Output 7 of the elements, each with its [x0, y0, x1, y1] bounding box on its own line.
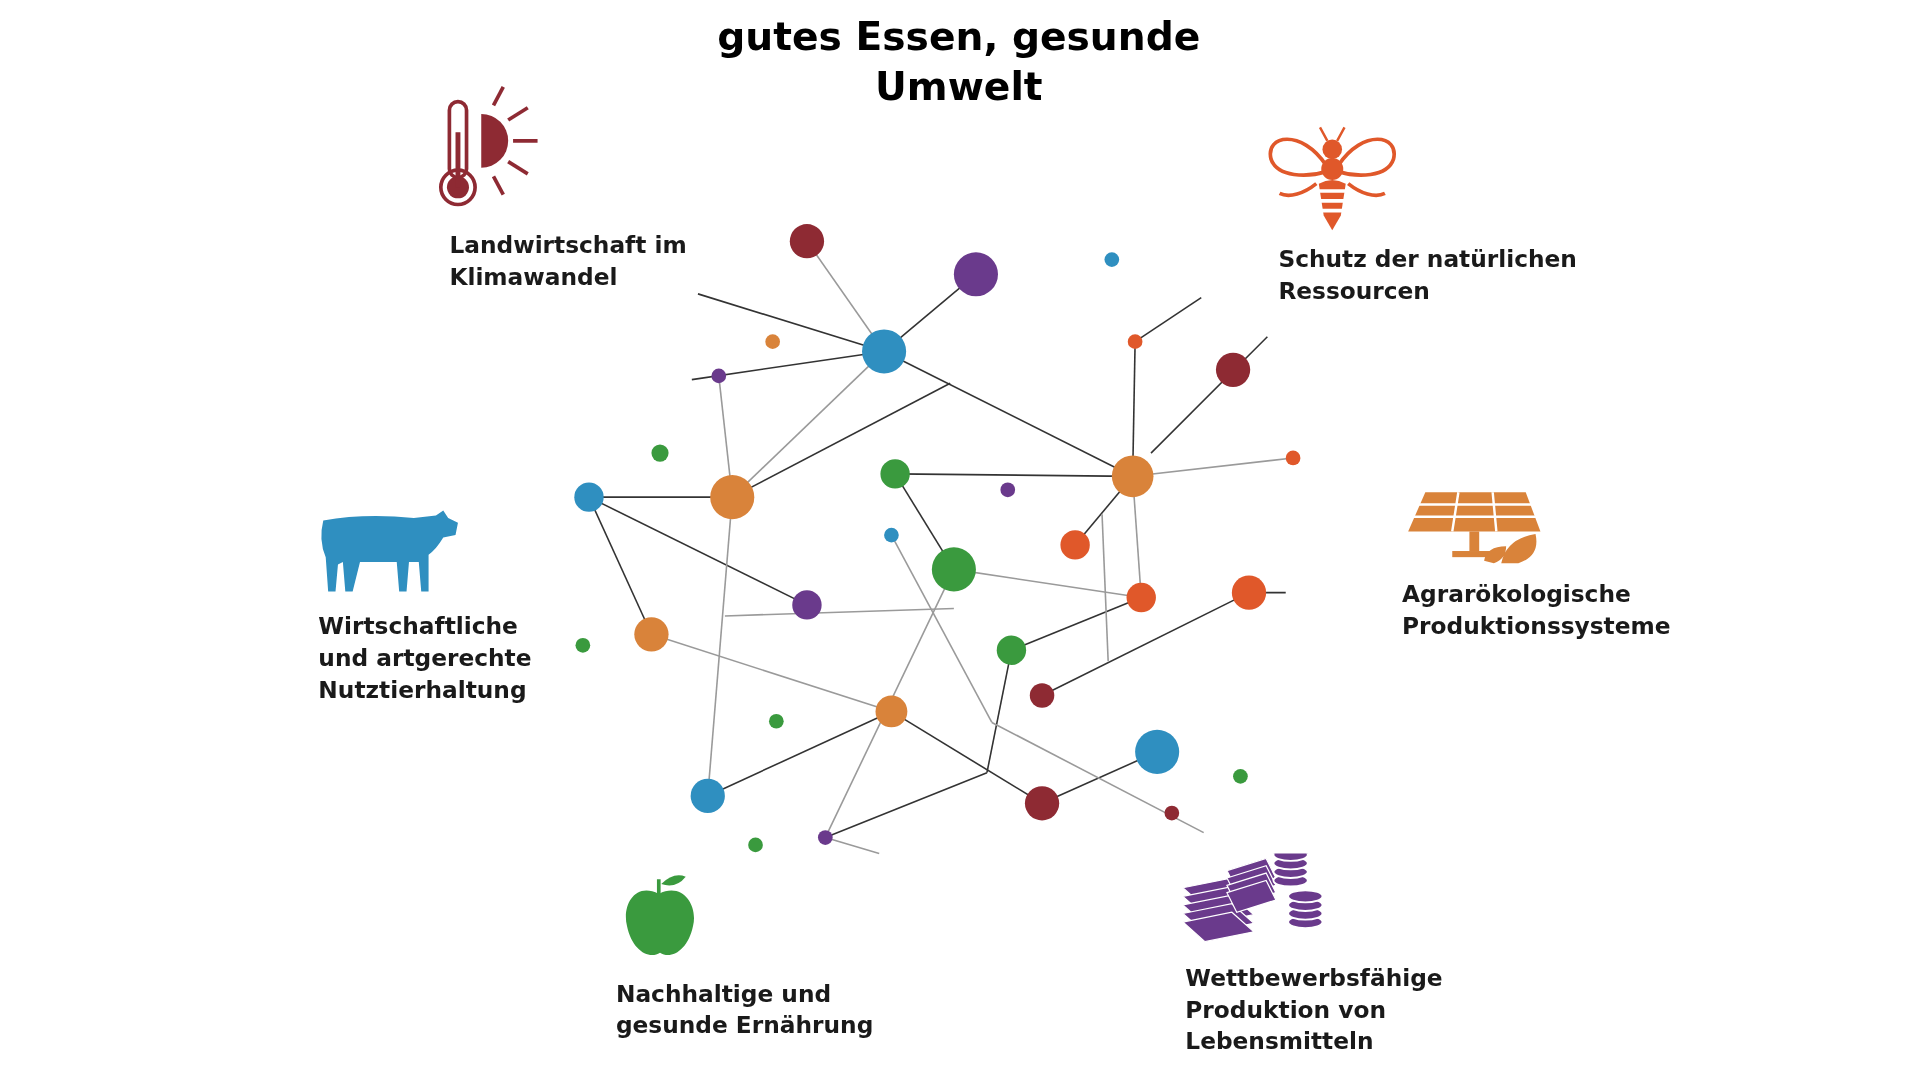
topic-label: Schutz der natürlichen Ressourcen: [1278, 243, 1578, 306]
topic-label: Wirtschaftliche und artgerechte Nutztierhaltung: [318, 611, 533, 705]
topic-label: Wettbewerbsfähige Produktion von Lebensmitteln: [1185, 962, 1444, 1057]
topic-label: Landwirtschaft im Klimawandel: [449, 230, 688, 293]
title: gutes Essen, gesunde Umwelt: [716, 12, 1202, 113]
topic-label: Agrarökologische Produktionssysteme: [1402, 579, 1672, 642]
topic-label: Nachhaltige und gesunde Ernährung: [615, 978, 875, 1041]
